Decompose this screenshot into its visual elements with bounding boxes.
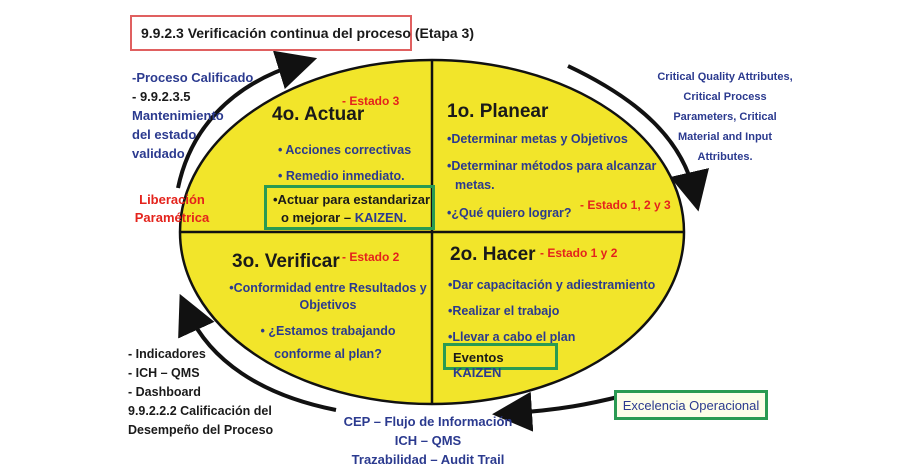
note-liberacion: Liberación Paramétrica xyxy=(122,191,222,227)
note-line: Critical Quality Attributes, xyxy=(657,71,793,83)
estado-planear: - Estado 1, 2 y 3 xyxy=(580,198,671,212)
note-line: Liberación xyxy=(139,192,205,207)
note-line: - 9.9.2.3.5 xyxy=(132,89,191,104)
list-item: •Conformidad entre Resultados y xyxy=(229,281,427,295)
planear-items: •Determinar metas y Objetivos •Determina… xyxy=(447,130,656,223)
note-proceso-calificado: -Proceso Calificado - 9.9.2.3.5 Mantenim… xyxy=(132,68,253,163)
kaizen-label: KAIZEN xyxy=(453,365,502,380)
kaizen-label: KAIZEN. xyxy=(354,210,407,225)
note-line: Paramétrica xyxy=(134,210,210,225)
note-line: ICH – QMS xyxy=(394,433,462,448)
quadrant-planear-title: 1o. Planear xyxy=(447,101,549,122)
note-critical-attributes: Critical Quality Attributes, Critical Pr… xyxy=(650,67,800,167)
list-item: •Determinar metas y Objetivos xyxy=(447,132,628,146)
eventos-kaizen-box: Eventos KAIZEN xyxy=(443,343,558,380)
eventos-label: Eventos xyxy=(453,350,504,365)
actuar-kaizen-box: •Actuar para estandarizar o mejorar – KA… xyxy=(264,185,435,230)
page-title: 9.9.2.3 Verificación continua del proces… xyxy=(130,15,474,51)
box-line: •Actuar para estandarizar xyxy=(273,192,431,207)
note-line: - Dashboard xyxy=(128,385,201,399)
excelencia-label: Excelencia Operacional xyxy=(622,398,760,413)
hacer-items: •Dar capacitación y adiestramiento •Real… xyxy=(448,272,655,350)
note-line: Desempeño del Proceso xyxy=(128,423,274,437)
quadrant-verificar-title: 3o. Verificar xyxy=(232,251,340,272)
box-line: o mejorar – KAIZEN. xyxy=(281,210,407,225)
verificar-items: •Conformidad entre Resultados y Objetivo… xyxy=(228,280,428,363)
list-item: conforme al plan? xyxy=(274,347,382,361)
note-cep: CEP – Flujo de Información ICH – QMS Tra… xyxy=(318,412,538,469)
estado-actuar: - Estado 3 xyxy=(342,94,400,108)
list-item: • Remedio inmediato. xyxy=(278,169,405,183)
note-line: del estado xyxy=(132,127,197,142)
list-item: metas. xyxy=(455,178,495,192)
note-line: Parameters, Critical xyxy=(673,111,777,123)
list-item: • ¿Estamos trabajando xyxy=(260,324,396,338)
note-line: validado xyxy=(132,146,185,161)
excelencia-box: Excelencia Operacional xyxy=(614,390,768,420)
list-item: •Dar capacitación y adiestramiento xyxy=(448,278,656,292)
list-item: •Realizar el trabajo xyxy=(448,304,560,318)
list-item: Objetivos xyxy=(299,298,357,312)
arrow-top-left xyxy=(176,50,318,189)
note-line: 9.9.2.2.2 Calificación del xyxy=(128,404,272,418)
note-line: - ICH – QMS xyxy=(128,366,200,380)
note-line: Critical Process xyxy=(683,91,767,103)
note-line: Trazabilidad – Audit Trail xyxy=(351,452,505,467)
note-line: - Indicadores xyxy=(128,347,206,361)
estado-hacer: - Estado 1 y 2 xyxy=(540,246,618,260)
note-line: -Proceso Calificado xyxy=(132,70,254,85)
list-item: •¿Qué quiero lograr? xyxy=(447,206,572,220)
quadrant-actuar-title: 4o. Actuar xyxy=(272,104,365,125)
arrow-bottom-left xyxy=(178,293,337,412)
note-line: Attributes. xyxy=(697,151,753,163)
note-line: Material and Input xyxy=(677,131,773,143)
note-line: CEP – Flujo de Información xyxy=(343,414,513,429)
list-item: •Llevar a cabo el plan xyxy=(448,330,576,344)
quadrant-hacer-title: 2o. Hacer xyxy=(450,244,536,265)
arrow-top-right xyxy=(567,64,709,212)
arrow-bottom-right xyxy=(492,391,623,432)
list-item: • Acciones correctivas xyxy=(278,143,412,157)
note-line: Mantenimiento xyxy=(132,108,224,123)
actuar-items: • Acciones correctivas • Remedio inmedia… xyxy=(278,137,411,189)
note-indicadores: - Indicadores - ICH – QMS - Dashboard 9.… xyxy=(128,345,273,440)
estado-verificar: - Estado 2 xyxy=(342,250,400,264)
list-item: •Determinar métodos para alcanzar xyxy=(447,159,657,173)
